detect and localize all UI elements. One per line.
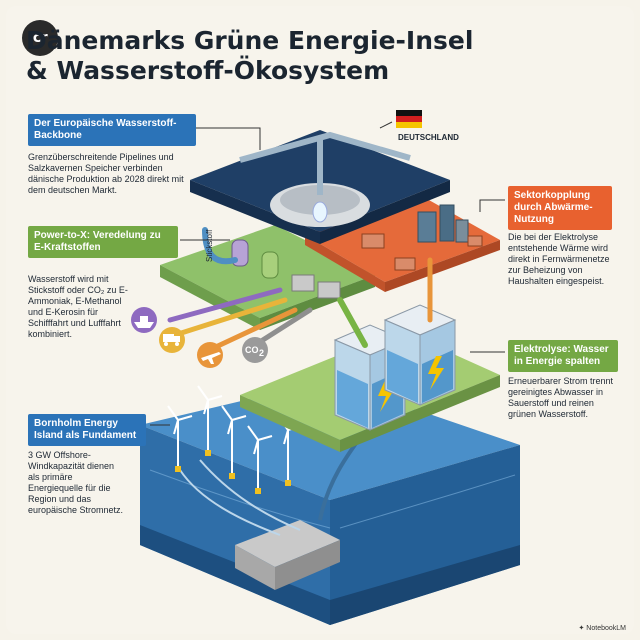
- cr-logo-badge: cr: [22, 20, 58, 56]
- leader-lines: [150, 121, 505, 426]
- backbone-text: Grenzüberschreitende Pipelines und Salzk…: [28, 152, 184, 195]
- co2-subscript: 2: [259, 348, 264, 358]
- ptx-header: Power-to-X: Veredelung zu E-Kraftstoffen: [28, 226, 178, 258]
- truck-icon: [159, 327, 185, 353]
- pipes: [167, 227, 433, 355]
- bornholm-header: Bornholm Energy Island als Fundament: [28, 414, 146, 446]
- footer-brand: ✦ NotebookLM: [578, 625, 626, 632]
- sector-layer: [305, 195, 500, 292]
- germany-flag-icon: [396, 110, 422, 128]
- co2-icon: CO 2: [242, 337, 268, 363]
- sector-text: Die bei der Elektrolyse entstehende Wärm…: [508, 232, 610, 286]
- bornholm-text: 3 GW Offshore-Windkapazität dienen als p…: [28, 450, 124, 515]
- sector-header: Sektorkopplung durch Abwärme-Nutzung: [508, 186, 612, 230]
- flag-label: DEUTSCHLAND: [398, 133, 459, 142]
- stickstoff-label: Stickstoff: [205, 229, 214, 262]
- ship-icon: [131, 307, 157, 333]
- co2-label: CO: [245, 345, 259, 355]
- ptx-text: Wasserstoff wird mit Stickstoff oder CO₂…: [28, 274, 128, 339]
- title-line-2: & Wasserstoff-Ökosystem: [26, 56, 390, 85]
- page-title: Dänemarks Grüne Energie-Insel & Wasserst…: [26, 26, 506, 86]
- backbone-layer: [190, 130, 450, 244]
- airplane-icon: [197, 342, 223, 368]
- title-line-1: Dänemarks Grüne Energie-Insel: [26, 26, 474, 55]
- backbone-header: Der Europäische Wasserstoff-Backbone: [28, 114, 196, 146]
- electrolysis-text: Erneuerbarer Strom trennt gereinigtes Ab…: [508, 376, 614, 419]
- electrolysis-header: Elektrolyse: Wasser in Energie spalten: [508, 340, 618, 372]
- wind-turbines: [167, 385, 303, 494]
- electrolyser-tanks: [333, 304, 457, 431]
